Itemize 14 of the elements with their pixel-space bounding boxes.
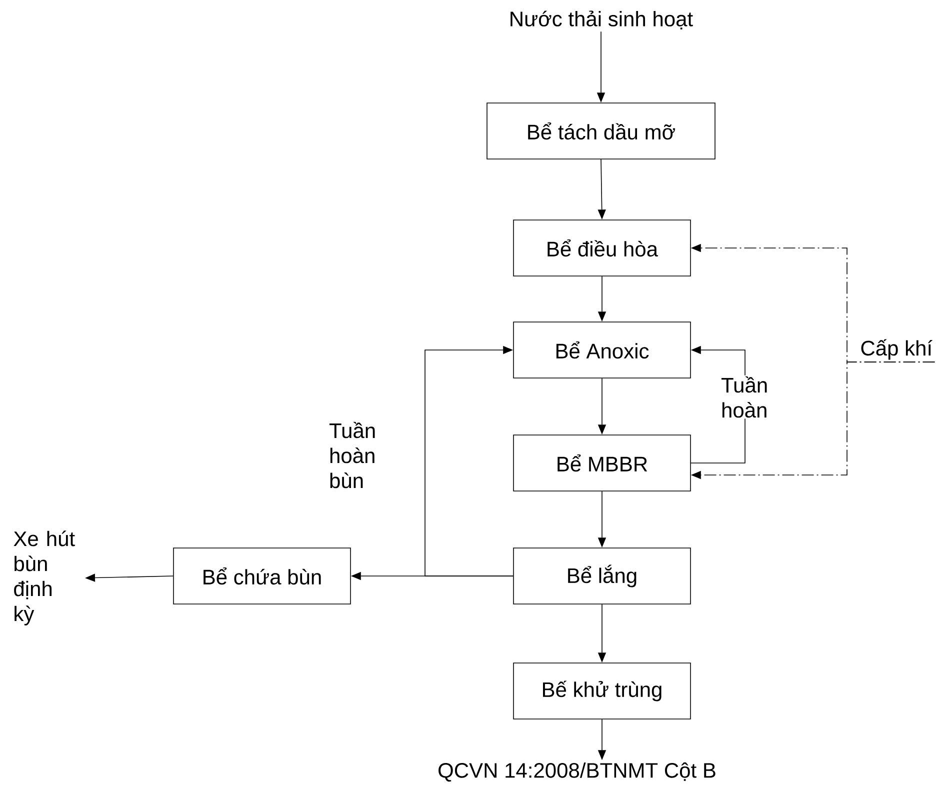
edge-label: Tuần hoàn bùn — [328, 420, 392, 490]
output-text: QCVN 14:2008/BTNMT Cột B — [438, 762, 716, 782]
input-text: Nước thải sinh hoạt — [510, 10, 693, 30]
output-text: Xe hút bùn định kỳ — [14, 530, 75, 626]
process-box: Bể lắng — [513, 548, 691, 604]
process-box: Bể MBBR — [513, 434, 691, 492]
process-box: Bể tách dầu mỡ — [486, 102, 716, 160]
arrow — [424, 346, 514, 576]
process-box: Bể chứa bùn — [173, 548, 351, 604]
process-box: Bế khử trùng — [513, 662, 691, 720]
edge-label: Tuần hoàn — [720, 375, 784, 419]
input-text: Cấp khí — [861, 339, 932, 360]
process-box: Bể điều hòa — [513, 220, 691, 276]
process-box: Bể Anoxic — [513, 322, 691, 378]
